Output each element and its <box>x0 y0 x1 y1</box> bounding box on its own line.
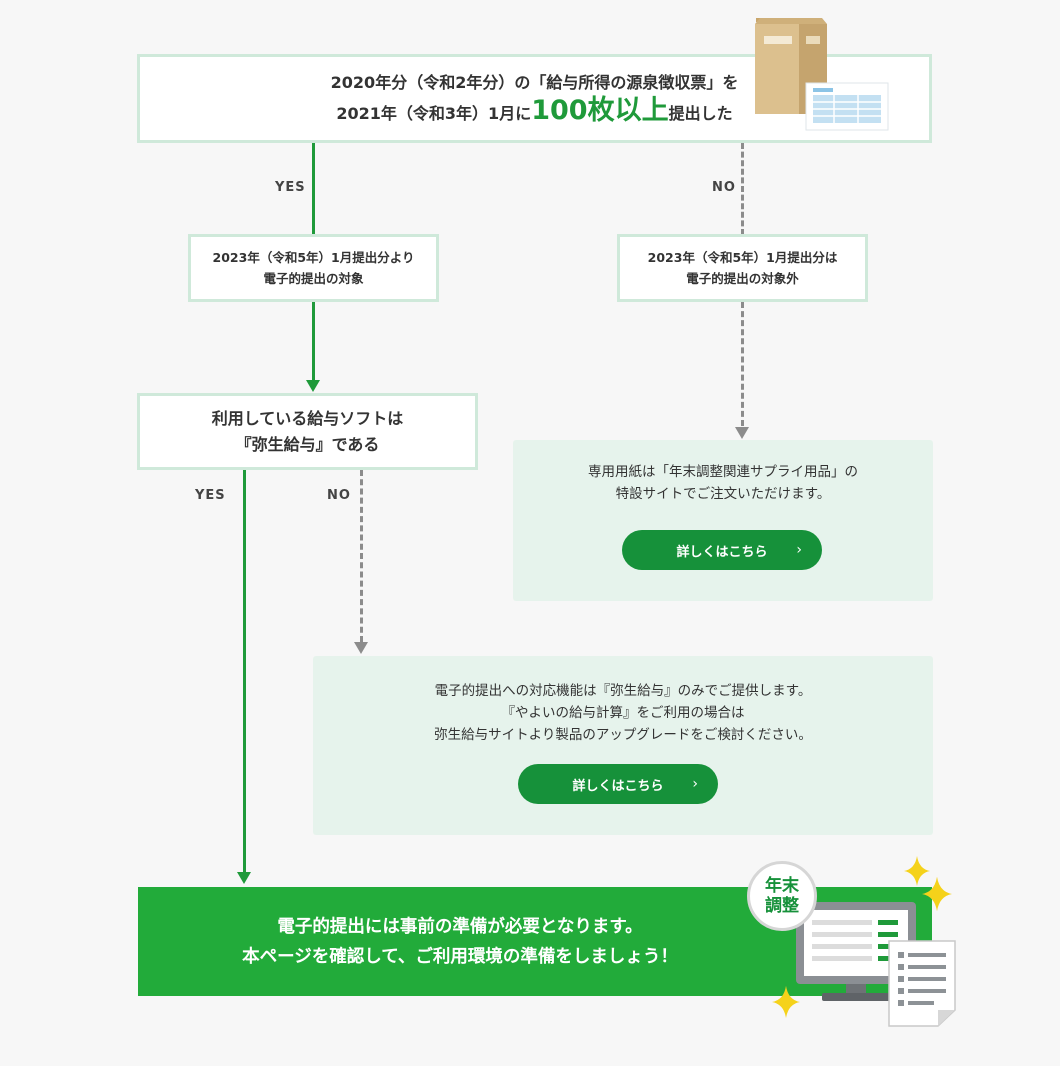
banner-line-2: 本ページを確認して、ご利用環境の準備をしましょう！ <box>242 946 678 967</box>
upgrade-panel: 電子的提出への対応機能は『弥生給与』のみでご提供します。 『やよいの給与計算』を… <box>313 656 933 835</box>
supply-text-2: 特設サイトでご注文いただけます。 <box>615 486 831 502</box>
no-line-1 <box>741 143 744 235</box>
no-label-2: NO <box>327 488 351 503</box>
software-question-box: 利用している給与ソフトは 『弥生給与』である <box>137 393 478 470</box>
arrow-down-icon <box>306 380 320 392</box>
no-line-2 <box>360 470 363 642</box>
no-label-1: NO <box>712 180 736 195</box>
banner-line-1: 電子的提出には事前の準備が必要となります。 <box>277 916 643 937</box>
upgrade-text-1: 電子的提出への対応機能は『弥生給与』のみでご提供します。 <box>434 683 812 699</box>
yes-line-1 <box>312 143 315 235</box>
yes-label-1: YES <box>275 180 306 195</box>
arrow-down-icon <box>735 427 749 439</box>
yes-line-2 <box>243 470 246 872</box>
supply-details-button[interactable]: 詳しくはこちら › <box>622 530 822 570</box>
nontarget-box: 2023年（令和5年）1月提出分は 電子的提出の対象外 <box>617 234 868 302</box>
target-box: 2023年（令和5年）1月提出分より 電子的提出の対象 <box>188 234 439 302</box>
year-end-badge: 年末 調整 <box>747 861 817 931</box>
question-line-1: 2020年分（令和2年分）の「給与所得の源泉徴収票」を <box>330 73 739 92</box>
upgrade-details-button[interactable]: 詳しくはこちら › <box>518 764 718 804</box>
sparkle-icon <box>772 985 800 1019</box>
sparkle-icon <box>904 856 930 886</box>
arrow-down-icon <box>237 872 251 884</box>
yes-label-2: YES <box>195 488 226 503</box>
sparkle-icon <box>922 876 952 912</box>
chevron-right-icon: › <box>796 542 802 558</box>
upgrade-text-2: 『やよいの給与計算』をご利用の場合は <box>501 705 745 721</box>
target-to-software-line <box>312 302 315 380</box>
nontarget-to-supply-line <box>741 302 744 426</box>
arrow-down-icon <box>354 642 368 654</box>
document-form-icon <box>805 82 889 131</box>
supply-text-1: 専用用紙は「年末調整関連サプライ用品」の <box>588 464 858 480</box>
chevron-right-icon: › <box>692 776 698 792</box>
supply-panel: 専用用紙は「年末調整関連サプライ用品」の 特設サイトでご注文いただけます。 詳し… <box>513 440 933 601</box>
question-line-2: 2021年（令和3年）1月に100枚以上提出した <box>336 95 733 126</box>
cardboard-box-icon <box>755 18 827 114</box>
upgrade-text-3: 弥生給与サイトより製品のアップグレードをご検討ください。 <box>434 727 812 743</box>
highlight-100: 100枚以上 <box>531 95 669 126</box>
paper-document-icon <box>888 940 956 1027</box>
